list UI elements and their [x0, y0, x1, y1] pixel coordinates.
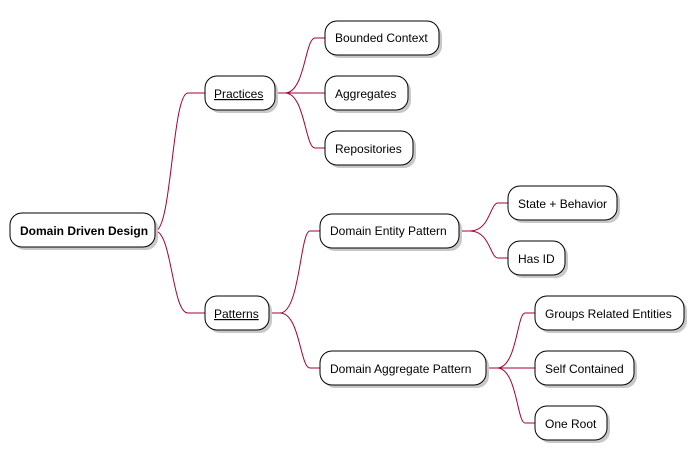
node-self-contained[interactable]: Self Contained: [534, 350, 637, 388]
node-domain-entity-pattern[interactable]: Domain Entity Pattern: [319, 213, 462, 251]
node-one-root-label: One Root: [545, 417, 597, 431]
node-state-behavior-label: State + Behavior: [518, 197, 607, 211]
connector-aggregate-oneroot: [486, 367, 535, 424]
node-groups-related-entities[interactable]: Groups Related Entities: [534, 295, 687, 333]
connector-entity-hasid: [459, 230, 508, 259]
node-groups-related-entities-label: Groups Related Entities: [545, 307, 672, 321]
connector-root-patterns: [154, 230, 205, 314]
node-has-id-label: Has ID: [518, 252, 555, 266]
node-root[interactable]: Domain Driven Design: [9, 212, 158, 250]
node-bounded-context[interactable]: Bounded Context: [324, 20, 442, 58]
connector-entity-state: [459, 202, 508, 232]
connector-root-practices: [154, 92, 205, 232]
connector-aggregate-groups: [486, 312, 535, 369]
node-self-contained-label: Self Contained: [545, 362, 624, 376]
connector-practices-repositories: [275, 92, 325, 149]
node-state-behavior[interactable]: State + Behavior: [507, 185, 620, 223]
node-domain-entity-pattern-label: Domain Entity Pattern: [330, 224, 447, 238]
node-aggregates-label: Aggregates: [335, 87, 396, 101]
node-practices-label: Practices: [214, 87, 263, 101]
node-bounded-context-label: Bounded Context: [335, 31, 428, 45]
node-root-label: Domain Driven Design: [20, 224, 148, 238]
connector-patterns-entity: [269, 230, 320, 314]
node-has-id[interactable]: Has ID: [507, 240, 568, 278]
node-domain-aggregate-pattern[interactable]: Domain Aggregate Pattern: [319, 350, 489, 388]
connector-practices-bounded-context: [275, 37, 325, 94]
node-domain-aggregate-pattern-label: Domain Aggregate Pattern: [330, 362, 471, 376]
node-one-root[interactable]: One Root: [534, 405, 610, 443]
node-patterns[interactable]: Patterns: [204, 295, 272, 333]
node-repositories[interactable]: Repositories: [324, 130, 416, 168]
node-patterns-label: Patterns: [214, 307, 259, 321]
connector-patterns-aggregate: [269, 312, 320, 369]
node-repositories-label: Repositories: [335, 142, 402, 156]
node-aggregates[interactable]: Aggregates: [324, 75, 411, 113]
node-practices[interactable]: Practices: [204, 75, 278, 113]
connectors: [154, 37, 535, 424]
